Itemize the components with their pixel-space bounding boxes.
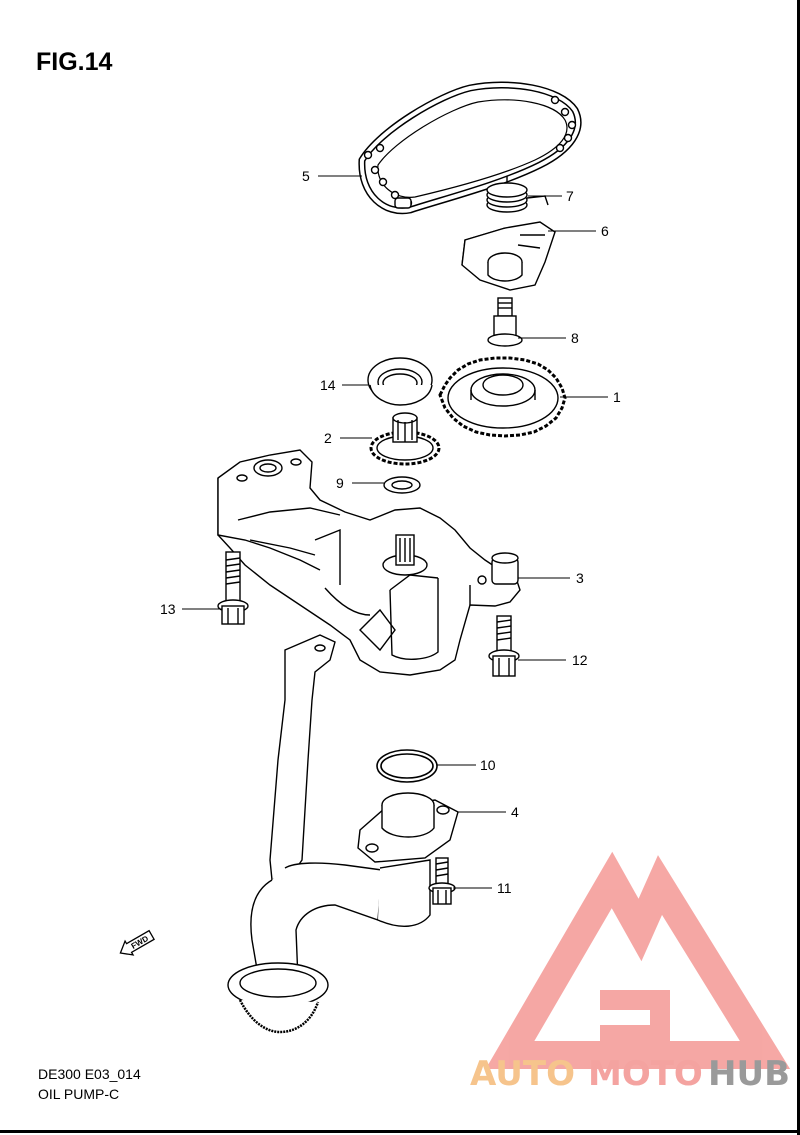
callout-10: 10 — [480, 757, 496, 773]
callout-leader-lines — [182, 175, 608, 889]
callout-13: 13 — [160, 601, 176, 617]
callout-14: 14 — [320, 377, 336, 393]
watermark-logo — [485, 851, 791, 1069]
part-bolt-12 — [488, 615, 520, 677]
fwd-arrow-icon — [119, 929, 155, 956]
callout-5: 5 — [302, 168, 310, 184]
diagram-code: DE300 E03_014 — [38, 1066, 141, 1082]
callout-8: 8 — [571, 330, 579, 346]
part-tensioner-arm — [461, 221, 556, 291]
frame-border-bottom — [0, 1130, 800, 1133]
part-oil-pump-body — [217, 449, 521, 676]
callout-9: 9 — [336, 475, 344, 491]
part-shoulder-bolt — [487, 297, 523, 347]
part-small-sprocket — [369, 412, 441, 466]
frame-border-right — [797, 0, 800, 1135]
part-washer — [383, 476, 421, 494]
callout-7: 7 — [566, 188, 574, 204]
callout-numbers: 5 7 6 8 14 1 2 9 3 13 12 10 4 11 — [160, 168, 621, 896]
figure-title: FIG.14 — [36, 48, 113, 76]
watermark-word-3: HUB — [708, 1054, 790, 1094]
callout-11: 11 — [497, 880, 512, 896]
section-name: OIL PUMP-C — [38, 1086, 120, 1102]
part-o-ring — [376, 749, 438, 783]
part-oil-strainer — [227, 634, 459, 1034]
callout-4: 4 — [511, 804, 519, 820]
part-bolt-13 — [217, 551, 249, 625]
part-oil-seal — [367, 357, 433, 406]
callout-3: 3 — [576, 570, 584, 586]
watermark-triangle-shape — [485, 851, 791, 1069]
watermark-text: AUTO MOTO HUB — [470, 1054, 790, 1094]
callout-12: 12 — [572, 652, 588, 668]
callout-6: 6 — [601, 223, 609, 239]
part-chain — [358, 81, 582, 215]
part-bolt-11 — [428, 857, 456, 905]
callout-2: 2 — [324, 430, 332, 446]
callout-1: 1 — [613, 389, 621, 405]
watermark-letter-g-shape — [600, 990, 670, 1045]
watermark-word-2: MOTO — [588, 1054, 703, 1094]
watermark-word-1: AUTO — [470, 1054, 575, 1094]
fwd-direction-marker: FWD — [119, 929, 155, 956]
part-large-sprocket — [438, 356, 567, 438]
